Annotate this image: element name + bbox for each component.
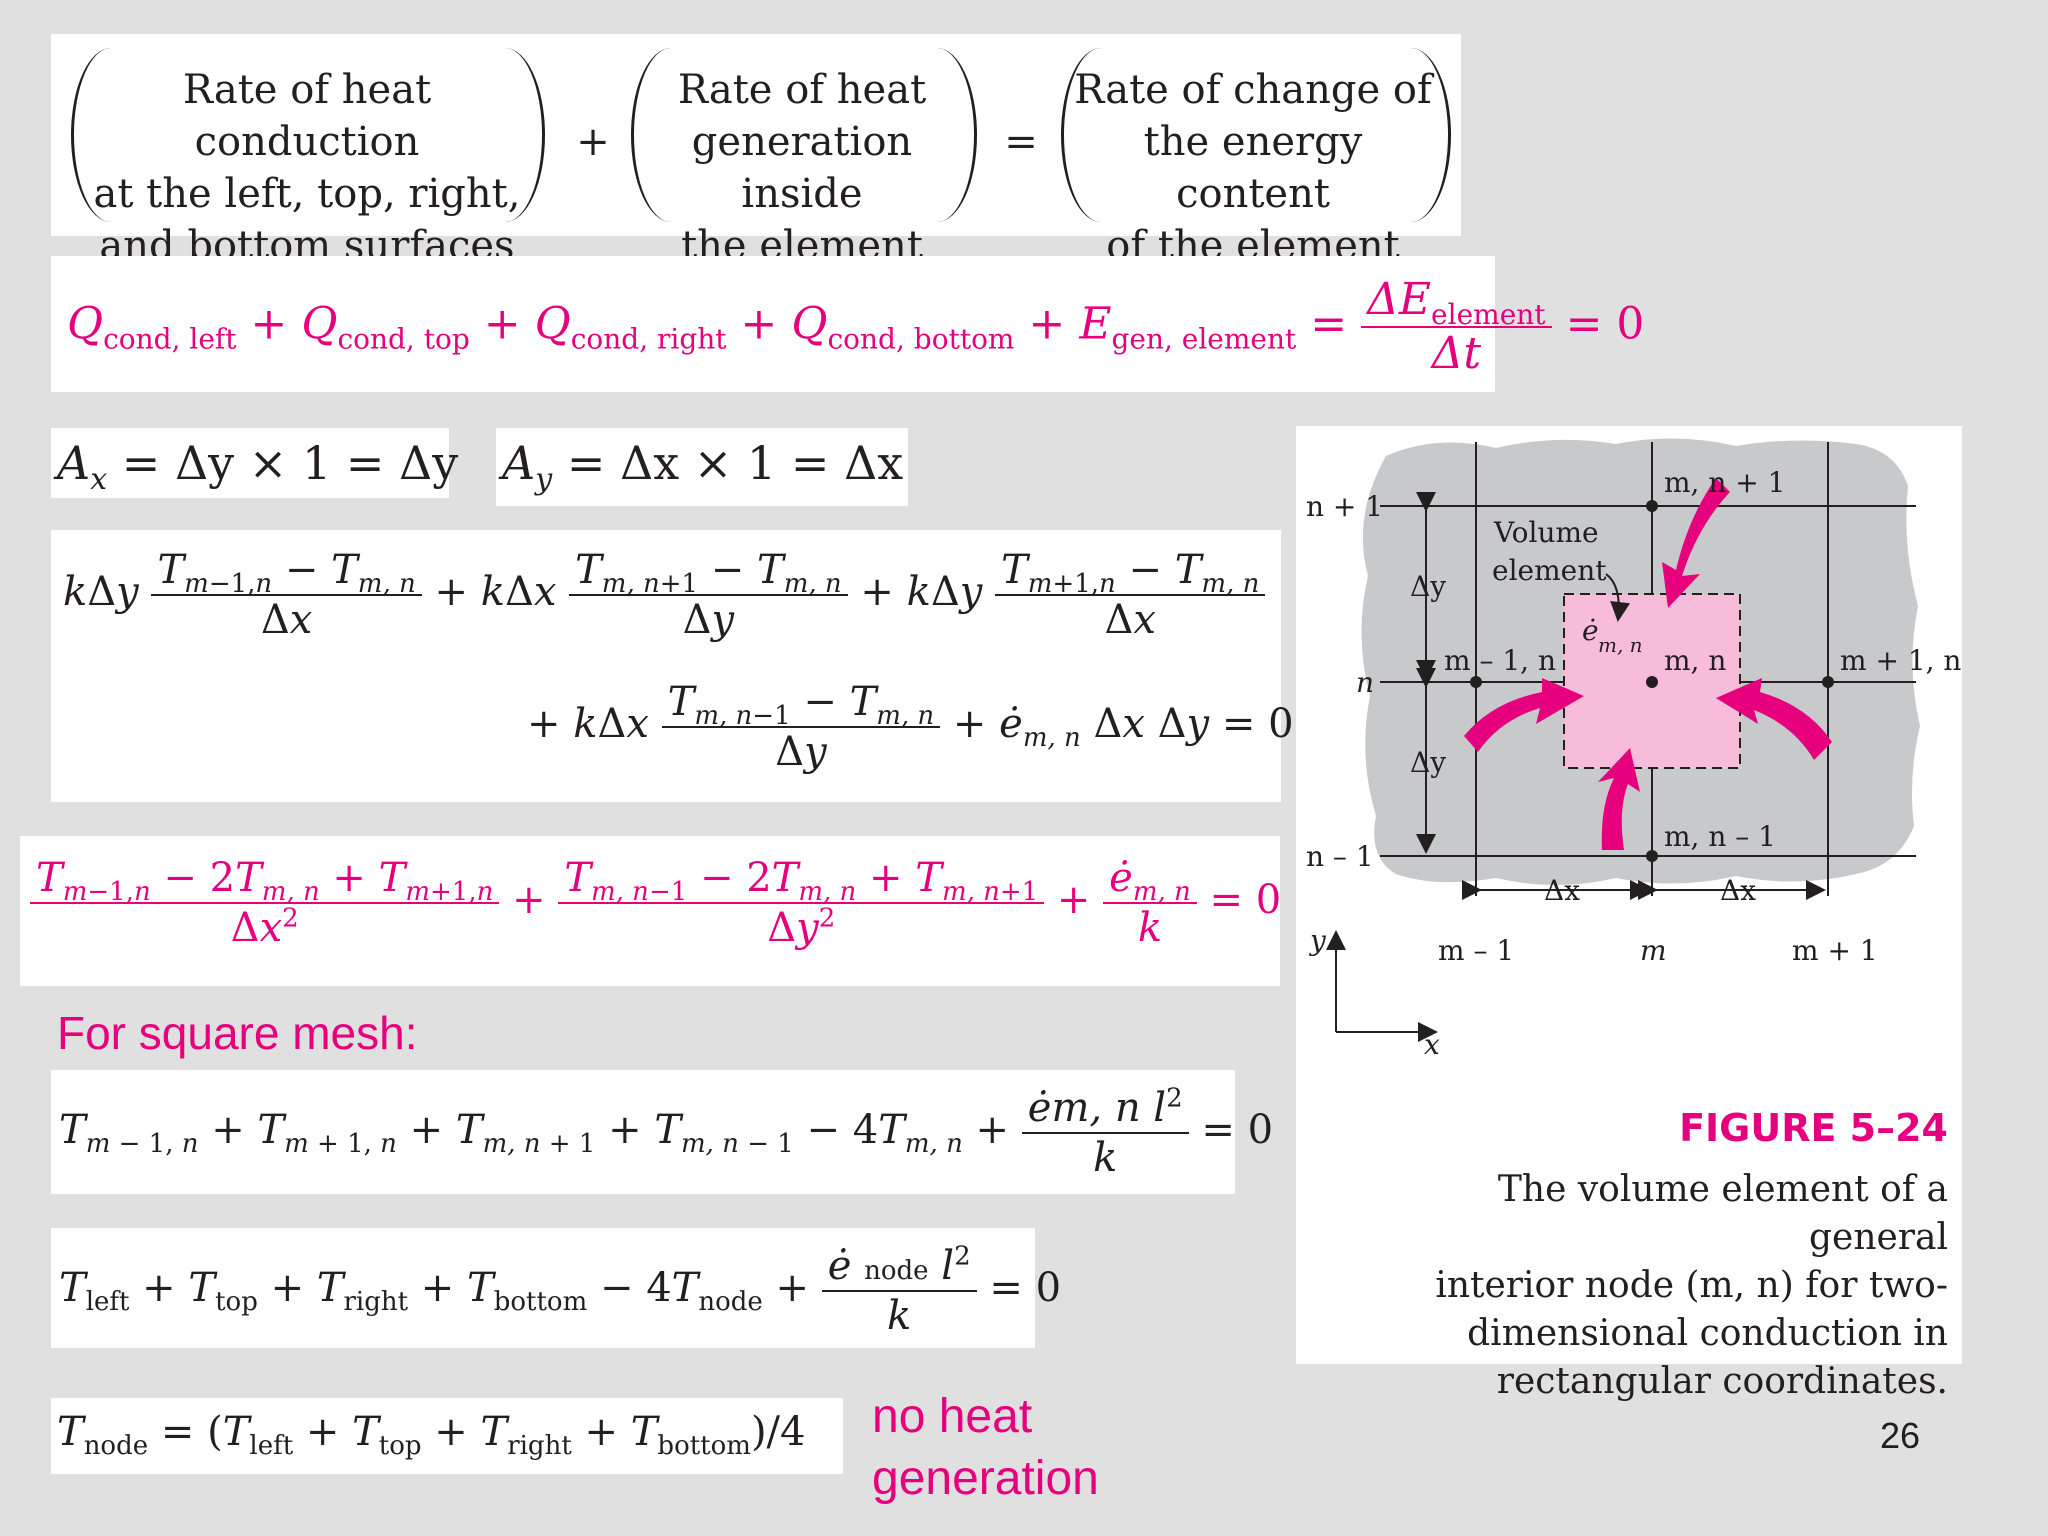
area-x-box: Ax = Δy × 1 = Δy [51, 428, 458, 498]
col-label-m-minus-1: m – 1 [1438, 934, 1514, 967]
dy-label-upper: Δy [1410, 570, 1446, 603]
node-label-left: m – 1, n [1444, 644, 1556, 677]
no-heat-generation-label: no heat generation [872, 1390, 1099, 1505]
mesh-diagram: n + 1 n n – 1 m – 1 m m + 1 m, n + 1 m –… [1306, 438, 1961, 1061]
area-y-box: Ay = Δx × 1 = Δx [496, 428, 908, 506]
area-x-equation: Ax = Δy × 1 = Δy [57, 436, 459, 498]
node-form-box: Tleft + Ttop + Tright + Tbottom − 4Tnode… [51, 1228, 1061, 1348]
square-mesh-box: Tm − 1, n + Tm + 1, n + Tm, n + 1 + Tm, … [51, 1070, 1273, 1194]
left-paren-1 [71, 48, 545, 222]
egen-label: ė [1582, 614, 1599, 647]
heat-arrow-top [1662, 478, 1730, 608]
figure-caption: The volume element of a general interior… [1435, 1169, 1948, 1402]
left-paren-2 [631, 48, 977, 222]
dE-dt-fraction: ΔEelement Δt [1361, 278, 1552, 376]
figure-panel: n + 1 n n – 1 m – 1 m m + 1 m, n + 1 m –… [1296, 426, 1962, 1402]
dx-label-left: Δx [1544, 874, 1580, 907]
node-label-top: m, n + 1 [1664, 466, 1785, 499]
heat-arrow-left [1464, 678, 1584, 752]
energy-balance-box: Qcond, left + Qcond, top + Qcond, right … [51, 256, 1644, 392]
volume-label-2: element [1492, 554, 1607, 587]
col-label-m-plus-1: m + 1 [1792, 934, 1878, 967]
node-form-equation: Tleft + Ttop + Tright + Tbottom − 4Tnode… [59, 1241, 1062, 1339]
energy-balance-equation: Qcond, left + Qcond, top + Qcond, right … [67, 274, 1645, 379]
page-number: 26 [1880, 1415, 1921, 1456]
node-label-right: m + 1, n [1840, 644, 1961, 677]
node-label-bottom: m, n – 1 [1664, 820, 1776, 853]
row-label-n: n [1356, 666, 1374, 699]
col-label-m: m [1640, 934, 1667, 967]
left-paren-3 [1061, 48, 1451, 222]
volume-label-1: Volume [1493, 516, 1599, 549]
plus-sign: + [576, 119, 610, 165]
figure-title: FIGURE 5–24 [1679, 1106, 1948, 1150]
average-equation: Tnode = (Tleft + Ttop + Tright + Tbottom… [57, 1409, 806, 1461]
heat-arrow-right [1716, 678, 1832, 760]
axis-x-label: x [1424, 1028, 1440, 1061]
row-label-n-minus-1: n – 1 [1306, 840, 1374, 873]
egen-sub-label: m, n [1598, 633, 1643, 657]
average-box: Tnode = (Tleft + Ttop + Tright + Tbottom… [51, 1398, 843, 1474]
square-mesh-equation: Tm − 1, n + Tm + 1, n + Tm, n + 1 + Tm, … [59, 1083, 1274, 1181]
dy-label-lower: Δy [1410, 746, 1446, 779]
dx-label-right: Δx [1720, 874, 1756, 907]
heat-arrow-bottom [1598, 748, 1640, 850]
row-label-n-plus-1: n + 1 [1306, 490, 1383, 523]
square-mesh-label: For square mesh: [57, 1007, 418, 1059]
node-label-center: m, n [1664, 644, 1726, 677]
equals-sign: = [1004, 119, 1038, 165]
area-y-equation: Ay = Δx × 1 = Δx [502, 436, 904, 498]
axis-y-label: y [1308, 924, 1327, 957]
